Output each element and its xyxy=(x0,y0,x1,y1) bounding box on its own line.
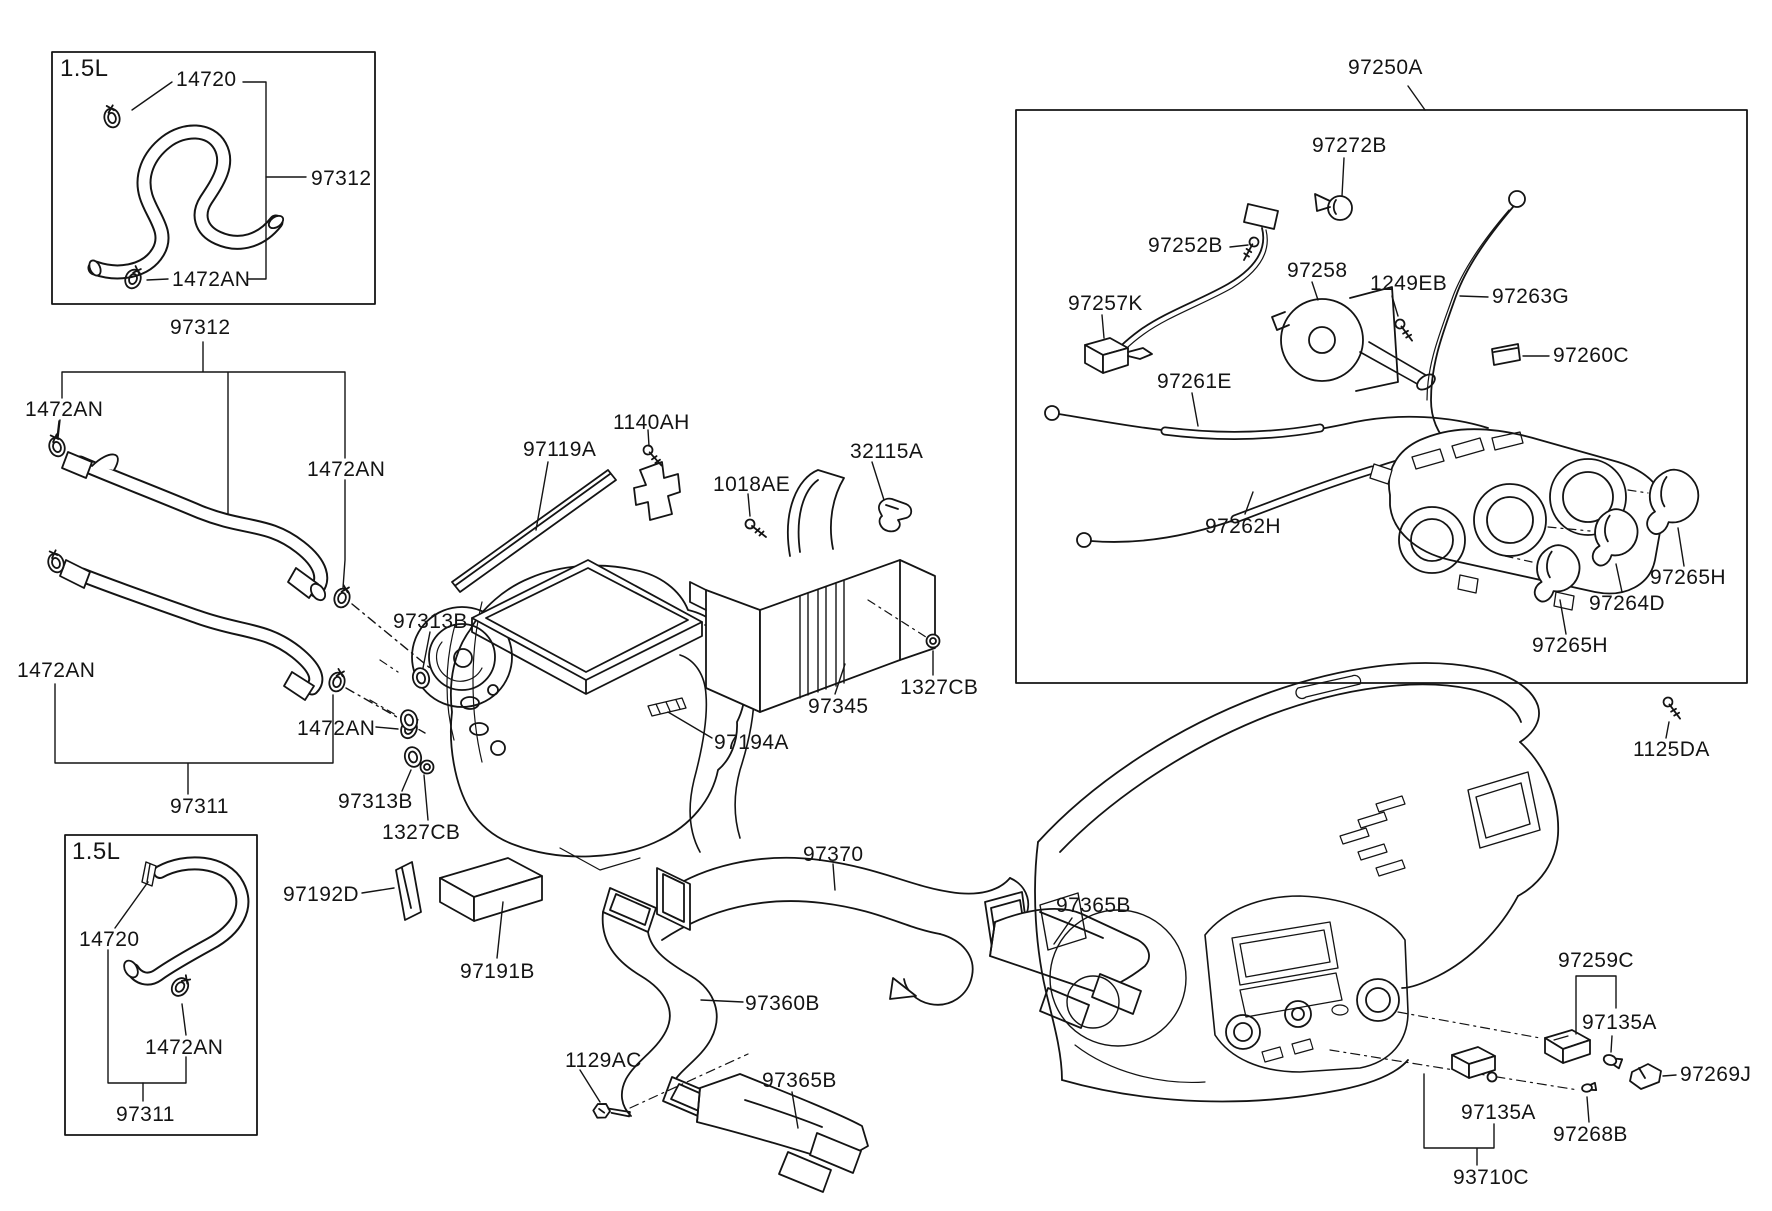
bolt-1129ac-art xyxy=(580,1054,748,1126)
wire-97252b-art xyxy=(1109,204,1278,363)
align-line xyxy=(352,604,430,668)
bulb-97272b-art xyxy=(1315,158,1352,220)
strip-97192d-art xyxy=(362,862,421,920)
leader-1018ae xyxy=(748,494,750,516)
inset-box-2 xyxy=(65,835,257,1135)
strip-97194a-art xyxy=(648,698,712,738)
heater-top-tray-art xyxy=(472,560,702,694)
center-duct-97370-art xyxy=(657,858,1028,1005)
bracket-93710c xyxy=(1424,1074,1494,1165)
hose-97312-art xyxy=(62,452,328,603)
inset-box-1 xyxy=(52,52,375,304)
bulb-97268b-icon xyxy=(1580,1082,1597,1094)
cable-97261e-art xyxy=(1045,393,1488,436)
bulb-97135a-icon xyxy=(1601,1052,1623,1070)
bracket-97312 xyxy=(57,342,345,588)
clip-32115a-art xyxy=(872,462,911,531)
bracket-97259c xyxy=(1576,976,1616,1034)
damper-97260c-art xyxy=(1492,344,1549,365)
insulator-strip-97119a-art xyxy=(452,462,616,592)
bracket-97311 xyxy=(55,420,333,794)
inset-box-top-group xyxy=(52,52,375,304)
screw-1125da-icon xyxy=(1659,695,1686,720)
dashboard-art xyxy=(1035,663,1558,1101)
bracket-1140ah-art xyxy=(634,430,680,520)
inset2-leader-lines xyxy=(108,882,186,1101)
floor-duct-97365b-bottom-art xyxy=(697,1074,868,1192)
inset-box-bottom-group xyxy=(65,835,257,1135)
floor-duct-97365b-right-art xyxy=(990,909,1149,1028)
hose-97311-art xyxy=(60,560,316,700)
control-assembly-group xyxy=(1016,86,1747,683)
inset1-leader-lines xyxy=(132,82,306,280)
clamp-grommet-cluster xyxy=(376,713,435,820)
grommets-97313b-art xyxy=(370,632,433,733)
align-line xyxy=(346,688,425,733)
screw-1018ae-icon xyxy=(744,518,767,538)
heater-hoses-main-group xyxy=(43,342,435,820)
heater-hose-97312-inset-art xyxy=(87,132,285,277)
evap-duct-97345-art xyxy=(690,470,941,712)
switch-93710c-art xyxy=(1452,1047,1497,1082)
hose-clamp-icon xyxy=(44,431,69,460)
knobs-art xyxy=(1505,468,1700,634)
cable-97263g-art xyxy=(1427,191,1525,446)
connector-97257k-art xyxy=(1085,315,1152,373)
clip-97269j-art xyxy=(1630,1064,1676,1089)
motor-97258-art xyxy=(1272,282,1438,393)
hose-clamp-icon xyxy=(167,971,195,1000)
switch-97259c-art xyxy=(1545,1030,1590,1063)
filter-97191b-art xyxy=(440,858,542,958)
leader-1249eb xyxy=(1392,296,1398,316)
heater-hose-97311-inset-art xyxy=(121,862,242,980)
hose-clamp-icon xyxy=(100,102,123,131)
dash-small-parts-group xyxy=(1330,695,1686,1165)
assembly-box-97250a xyxy=(1016,110,1747,683)
hose-clamp-icon xyxy=(326,666,349,695)
